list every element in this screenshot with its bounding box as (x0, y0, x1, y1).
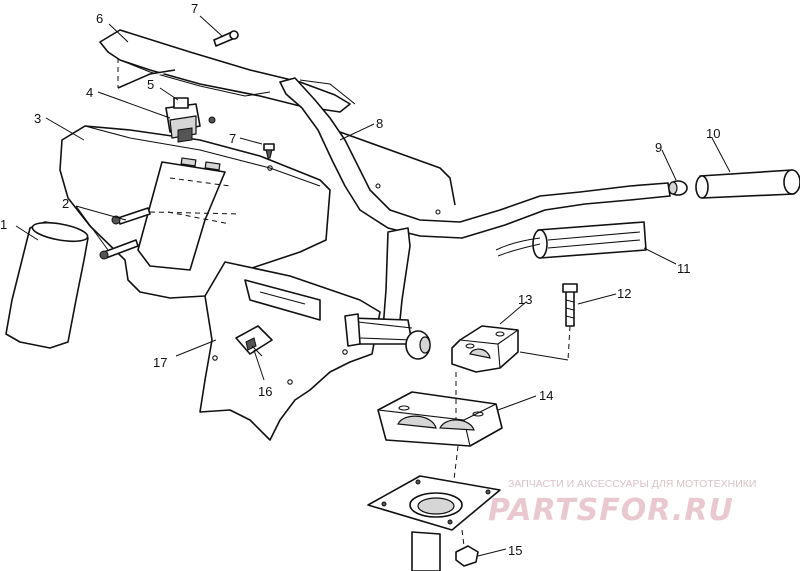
part-17-frame-panel (199, 261, 381, 441)
callout-7-top: 7 (191, 1, 198, 16)
part-1-visor (5, 221, 89, 349)
callout-11: 11 (677, 261, 691, 276)
callout-17: 17 (153, 355, 167, 370)
watermark: ЗАПЧАСТИ И АКСЕССУАРЫ ДЛЯ МОТОТЕХНИКИ PA… (488, 478, 756, 528)
part-16-clip (235, 325, 273, 357)
part-8-handlebar (279, 77, 671, 360)
part-10-grip (695, 169, 800, 199)
callout-16: 16 (258, 384, 272, 399)
part-11-heated-grip (495, 221, 647, 259)
part-13-upper-clamp (451, 325, 519, 373)
part-14-riser-block (377, 372, 503, 481)
watermark-subtitle: ЗАПЧАСТИ И АКСЕССУАРЫ ДЛЯ МОТОТЕХНИКИ (508, 478, 756, 490)
part-12-bolt (519, 283, 578, 361)
part-4-5-switch (165, 97, 216, 143)
callout-10: 10 (706, 126, 720, 141)
callout-8: 8 (376, 116, 383, 131)
callout-6: 6 (96, 11, 103, 26)
part-7-fasteners (213, 30, 275, 159)
watermark-logo: PARTSFOR.RU (488, 493, 734, 528)
callout-3: 3 (34, 111, 41, 126)
callout-5: 5 (147, 77, 154, 92)
callout-14: 14 (539, 388, 553, 403)
callout-7-middle: 7 (229, 131, 236, 146)
callout-15: 15 (508, 543, 522, 558)
callout-2: 2 (62, 196, 69, 211)
callout-12: 12 (617, 286, 631, 301)
callout-numbers: 1 2 3 4 5 6 7 7 8 9 10 11 12 13 14 15 16… (0, 1, 720, 558)
leader-lines (15, 15, 731, 557)
callout-4: 4 (86, 85, 93, 100)
callout-13: 13 (518, 292, 532, 307)
part-3-pod-body (59, 125, 331, 299)
part-9-bar-end-cap (668, 180, 688, 196)
steering-mount-plate (367, 475, 501, 571)
callout-9: 9 (655, 140, 662, 155)
part-15-nut (455, 529, 479, 567)
callout-1: 1 (0, 217, 7, 232)
